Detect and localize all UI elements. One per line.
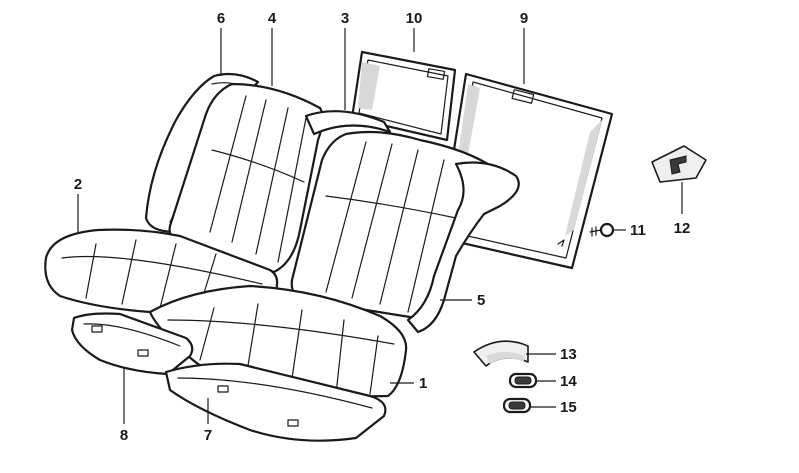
callout-6: 6 <box>217 10 225 27</box>
callout-15: 15 <box>560 399 577 416</box>
grommet-small <box>502 397 532 414</box>
callout-1: 1 <box>419 375 427 392</box>
callout-7: 7 <box>204 427 212 444</box>
trim-cover <box>473 340 529 367</box>
callout-13: 13 <box>560 346 577 363</box>
callout-11: 11 <box>630 222 646 239</box>
right-side-bolster <box>406 161 520 334</box>
callout-14: 14 <box>560 373 577 390</box>
callout-4: 4 <box>268 10 277 27</box>
callout-2: 2 <box>74 176 82 193</box>
center-top-roll <box>304 110 392 136</box>
callout-12: 12 <box>674 220 691 237</box>
callout-numbers: 6 4 3 10 9 2 5 1 11 12 13 14 15 7 8 <box>74 10 691 444</box>
callout-10: 10 <box>406 10 423 27</box>
rear-panel-small <box>350 50 457 142</box>
leader-lines <box>77 28 683 424</box>
bracket-plate <box>651 145 707 183</box>
right-seat-base <box>164 362 387 442</box>
callout-9: 9 <box>520 10 528 27</box>
callout-3: 3 <box>341 10 349 27</box>
clip-screw <box>589 222 615 238</box>
grommet-large <box>508 372 538 389</box>
callout-5: 5 <box>477 292 485 309</box>
left-backrest <box>168 82 324 274</box>
callout-8: 8 <box>120 427 128 444</box>
